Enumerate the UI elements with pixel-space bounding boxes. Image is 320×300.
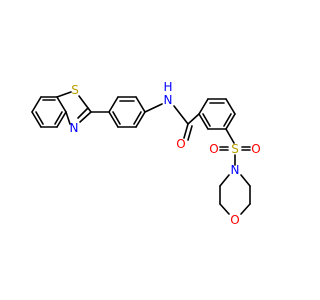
bond-layer [31, 91, 251, 215]
bond [240, 203, 251, 215]
bond [223, 113, 232, 127]
bond [225, 113, 236, 130]
bond [77, 107, 89, 119]
sulfonyl-sulfur-atom: S [231, 142, 239, 156]
bond [108, 111, 119, 128]
bond [219, 174, 230, 187]
sulfonyl-oxygen-right-atom: O [251, 142, 260, 156]
bond [31, 96, 42, 113]
bond [240, 174, 251, 187]
bond [144, 103, 163, 113]
sulfur-atom-thiazole: S [71, 83, 79, 97]
bond [219, 203, 230, 215]
bond [135, 96, 146, 113]
bond [183, 123, 189, 139]
bond [133, 111, 142, 125]
bond [79, 111, 92, 123]
bond [198, 113, 209, 130]
bond [31, 111, 42, 128]
bond [56, 96, 67, 113]
bond [56, 91, 72, 98]
amide-hydrogen-atom: H [163, 80, 172, 94]
atom-label-layer: S N H N O S O O N O [70, 80, 261, 227]
bond [187, 113, 200, 125]
nitrogen-atom-thiazole: N [70, 121, 79, 135]
bond [173, 105, 189, 125]
bond [198, 98, 209, 115]
bond [78, 95, 92, 113]
bond [135, 111, 146, 128]
morpholine-oxygen-atom: O [230, 213, 239, 227]
sulfonyl-oxygen-left-atom: O [209, 142, 218, 156]
morpholine-nitrogen-atom: N [231, 163, 240, 177]
bond [65, 111, 71, 125]
bond [56, 111, 67, 128]
bond [35, 111, 44, 125]
bond [187, 125, 193, 141]
bond [112, 111, 121, 125]
bond [108, 96, 119, 113]
bond [202, 113, 211, 127]
bond [225, 98, 236, 115]
bond [225, 128, 235, 144]
carbonyl-oxygen-atom: O [176, 137, 185, 151]
chemical-structure-diagram: S N H N O S O O N O [31, 80, 261, 227]
bond [54, 111, 63, 125]
amide-nitrogen-atom: N [164, 93, 173, 107]
